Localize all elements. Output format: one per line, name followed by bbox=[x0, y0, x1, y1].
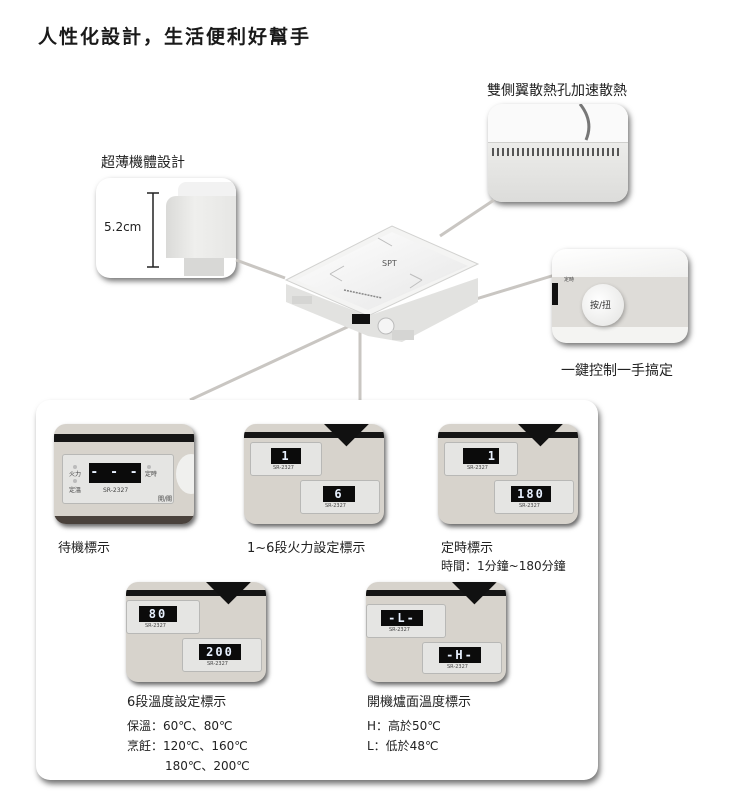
model-label: SR-2327 bbox=[447, 664, 468, 670]
induction-cooker-image: SPT bbox=[282, 224, 482, 344]
fire-label: 火力 bbox=[69, 471, 82, 478]
onoff-label: 開/關 bbox=[158, 496, 173, 503]
lcd-readout-low-temp: -L- bbox=[381, 610, 423, 626]
model-label: SR-2327 bbox=[207, 661, 228, 667]
lcd-readout-high: 6 bbox=[323, 486, 355, 502]
standby-title: 待機標示 bbox=[58, 541, 111, 556]
height-dimension-icon bbox=[147, 192, 159, 268]
lcd-readout-keep-warm: 80 bbox=[139, 606, 177, 622]
model-label: SR-2327 bbox=[103, 487, 129, 494]
knob-edge bbox=[176, 454, 194, 494]
heat-vent-photo bbox=[488, 104, 628, 202]
vent-holes-icon bbox=[492, 148, 619, 156]
model-label: SR-2327 bbox=[273, 465, 294, 471]
lcd-readout-max: 180 bbox=[511, 486, 551, 502]
lcd-readout-low: 1 bbox=[271, 448, 301, 464]
control-knob: 按/扭 bbox=[582, 284, 624, 326]
high-temp-note: H：高於50℃ bbox=[367, 719, 441, 733]
page-title: 人性化設計，生活便利好幫手 bbox=[38, 26, 312, 48]
callout-connectors bbox=[189, 198, 556, 402]
lcd-readout-cooking: 200 bbox=[199, 644, 241, 660]
standby-display-photo: 火力 定溫 - - - SR-2327 定時 開/關 bbox=[54, 424, 194, 524]
low-temp-note: L：低於48℃ bbox=[367, 739, 439, 753]
model-label: SR-2327 bbox=[325, 503, 346, 509]
power-cord-icon bbox=[578, 104, 591, 141]
heat-vent-label: 雙側翼散熱孔加速散熱 bbox=[487, 83, 627, 99]
surface-temp-title: 開機爐面溫度標示 bbox=[367, 695, 472, 710]
keep-warm-note: 保溫：60℃、80℃ bbox=[127, 719, 233, 733]
cooking-note: 烹飪：120℃、160℃ bbox=[127, 739, 248, 753]
timer-title: 定時標示 bbox=[441, 541, 494, 556]
model-label: SR-2327 bbox=[145, 623, 166, 629]
model-label: SR-2327 bbox=[389, 627, 410, 633]
temp-label: 定溫 bbox=[69, 487, 82, 494]
lcd-readout: - - - bbox=[89, 463, 141, 483]
thin-body-label: 超薄機體設計 bbox=[101, 155, 185, 171]
knob-photo: 定時 按/扭 bbox=[552, 249, 688, 343]
timer-display-photo: 1 SR-2327 180 SR-2327 bbox=[438, 424, 578, 524]
thin-body-photo: 5.2cm bbox=[96, 178, 236, 278]
surface-temp-display-photo: -L- SR-2327 -H- SR-2327 bbox=[366, 582, 506, 682]
model-label: SR-2327 bbox=[467, 465, 488, 471]
timer-range-note: 時間：1分鐘~180分鐘 bbox=[441, 559, 566, 573]
thickness-value: 5.2cm bbox=[104, 220, 142, 234]
lcd-readout-min: 1 bbox=[463, 448, 499, 464]
power-level-title: 1~6段火力設定標示 bbox=[247, 541, 366, 556]
knob-feature-label: 一鍵控制一手搞定 bbox=[561, 363, 673, 379]
knob-label: 按/扭 bbox=[590, 301, 612, 311]
model-label: SR-2327 bbox=[519, 503, 540, 509]
brand-logo: SPT bbox=[382, 259, 397, 268]
lcd-readout-high-temp: -H- bbox=[439, 647, 481, 663]
temperature-display-photo: 80 SR-2327 200 SR-2327 bbox=[126, 582, 266, 682]
timer-label: 定時 bbox=[145, 471, 158, 478]
cooking-note-cont: 180℃、200℃ bbox=[165, 759, 250, 773]
temperature-title: 6段溫度設定標示 bbox=[127, 695, 227, 710]
timer-indicator-label: 定時 bbox=[564, 277, 575, 283]
power-level-display-photo: 1 SR-2327 6 SR-2327 bbox=[244, 424, 384, 524]
